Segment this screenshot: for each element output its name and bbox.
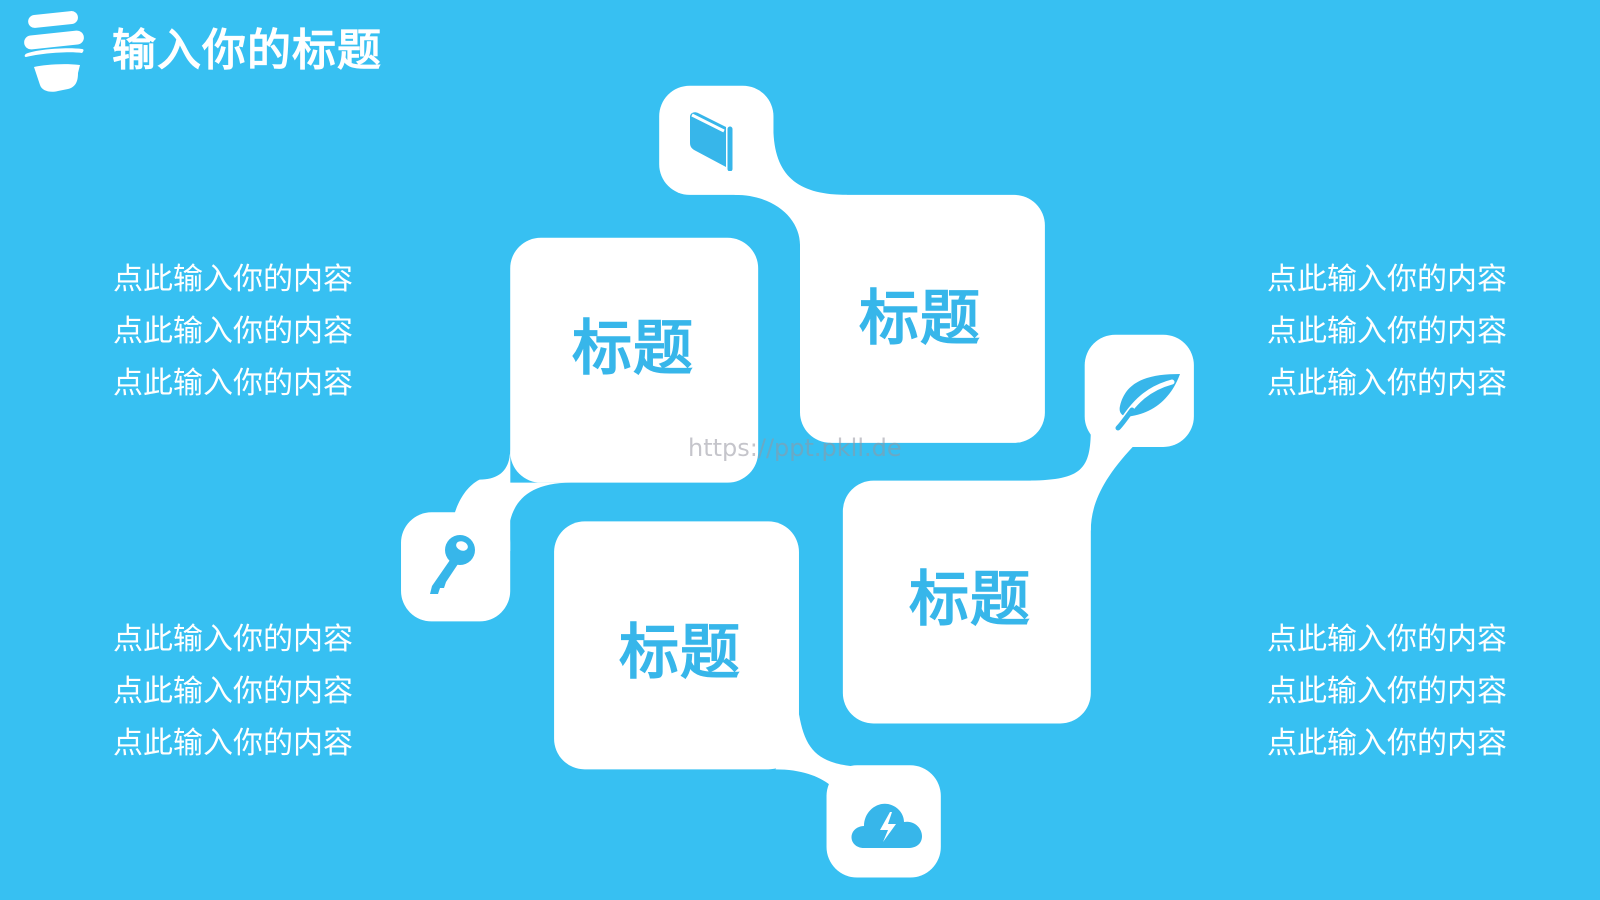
- content-line[interactable]: 点此输入你的内容: [113, 726, 353, 761]
- leaf-icon: [1115, 374, 1180, 431]
- content-line[interactable]: 点此输入你的内容: [1267, 622, 1507, 657]
- content-line[interactable]: 点此输入你的内容: [113, 366, 353, 401]
- watermark: https://ppt.pkll.de: [688, 434, 902, 462]
- content-line[interactable]: 点此输入你的内容: [113, 622, 353, 657]
- content-line[interactable]: 点此输入你的内容: [1267, 262, 1507, 297]
- header: 输入你的标题: [22, 8, 382, 94]
- content-line[interactable]: 点此输入你的内容: [1267, 366, 1507, 401]
- content-line[interactable]: 点此输入你的内容: [113, 262, 353, 297]
- book-icon: [690, 112, 733, 171]
- content-line[interactable]: 点此输入你的内容: [1267, 314, 1507, 349]
- key-icon: [430, 535, 475, 594]
- card-2-title[interactable]: 标题: [859, 284, 981, 354]
- content-line[interactable]: 点此输入你的内容: [113, 314, 353, 349]
- cloud-lightning-icon: [851, 803, 922, 848]
- page-title[interactable]: 输入你的标题: [112, 25, 382, 76]
- content-line[interactable]: 点此输入你的内容: [1267, 674, 1507, 709]
- lightbulb-icon: [24, 11, 84, 92]
- card-2-shape: [659, 85, 1045, 443]
- text-block-top-right[interactable]: 点此输入你的内容 点此输入你的内容 点此输入你的内容: [1267, 254, 1507, 410]
- content-line[interactable]: 点此输入你的内容: [113, 674, 353, 709]
- card-3-title[interactable]: 标题: [619, 618, 741, 688]
- card-1-shape: [401, 237, 759, 622]
- text-block-bottom-right[interactable]: 点此输入你的内容 点此输入你的内容 点此输入你的内容: [1267, 614, 1507, 770]
- text-block-top-left[interactable]: 点此输入你的内容 点此输入你的内容 点此输入你的内容: [113, 254, 353, 410]
- card-1-title[interactable]: 标题: [572, 314, 694, 384]
- card-4-title[interactable]: 标题: [909, 565, 1031, 635]
- text-block-bottom-left[interactable]: 点此输入你的内容 点此输入你的内容 点此输入你的内容: [113, 614, 353, 770]
- content-line[interactable]: 点此输入你的内容: [1267, 726, 1507, 761]
